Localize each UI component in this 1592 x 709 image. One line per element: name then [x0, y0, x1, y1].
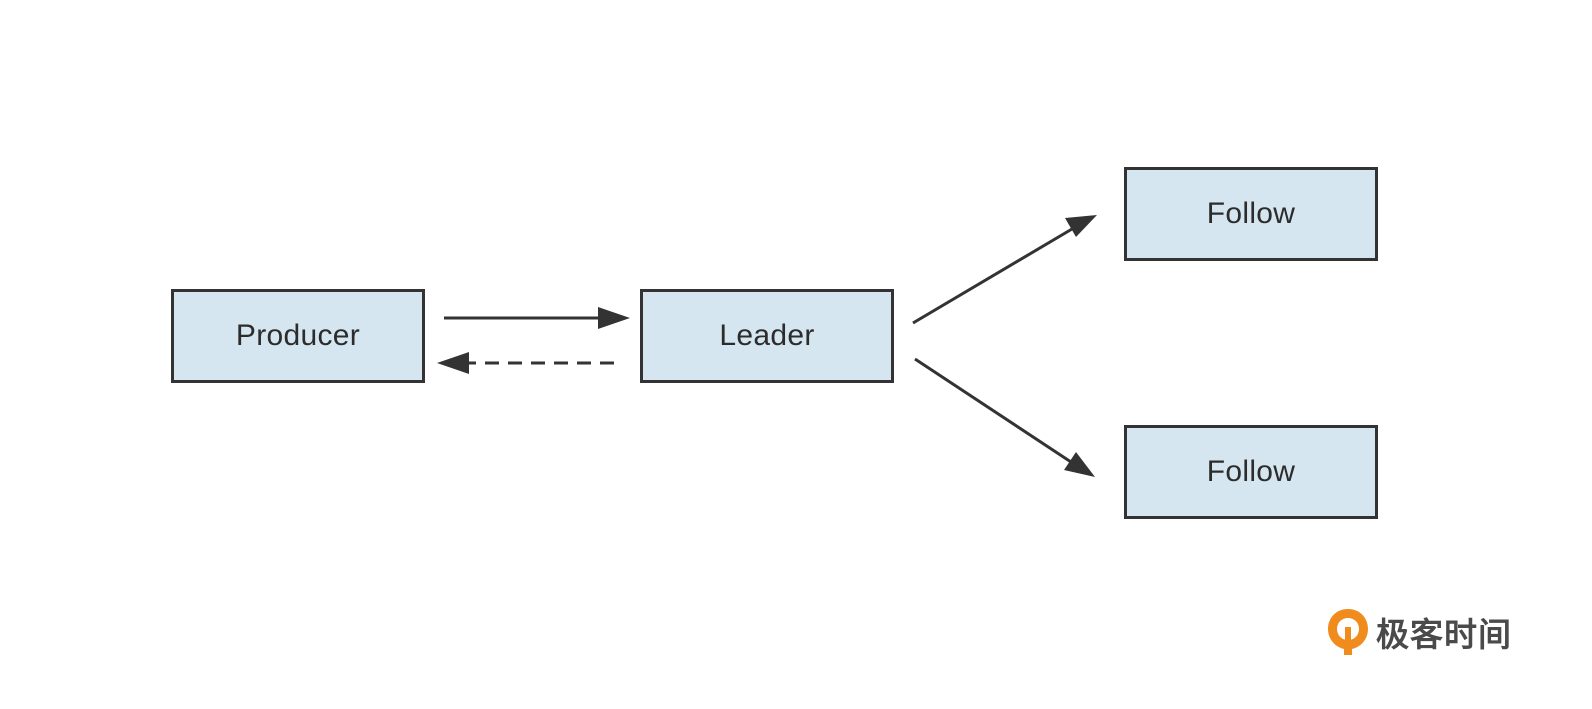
follow-node-top: Follow: [1124, 167, 1378, 261]
leader-label: Leader: [719, 319, 815, 352]
arrowhead-leader-to-follow-1: [1065, 215, 1097, 237]
leader-node: Leader: [640, 289, 894, 383]
arrowhead-producer-to-leader: [598, 307, 630, 329]
brand-watermark: 极客时间: [1326, 606, 1512, 658]
follow-label-bottom: Follow: [1206, 455, 1296, 488]
follow-label-top: Follow: [1206, 197, 1296, 230]
arrowhead-leader-to-follow-2: [1064, 452, 1095, 477]
follow-node-bottom: Follow: [1124, 425, 1378, 519]
edge-leader-to-follow-2: [914, 357, 1072, 464]
brand-text: 极客时间: [1376, 615, 1512, 654]
arrowhead-leader-to-producer: [437, 352, 469, 374]
edge-leader-to-follow-1: [912, 227, 1073, 325]
producer-label: Producer: [235, 319, 361, 352]
geektime-logo-icon: [1328, 609, 1368, 655]
producer-node: Producer: [171, 289, 425, 383]
